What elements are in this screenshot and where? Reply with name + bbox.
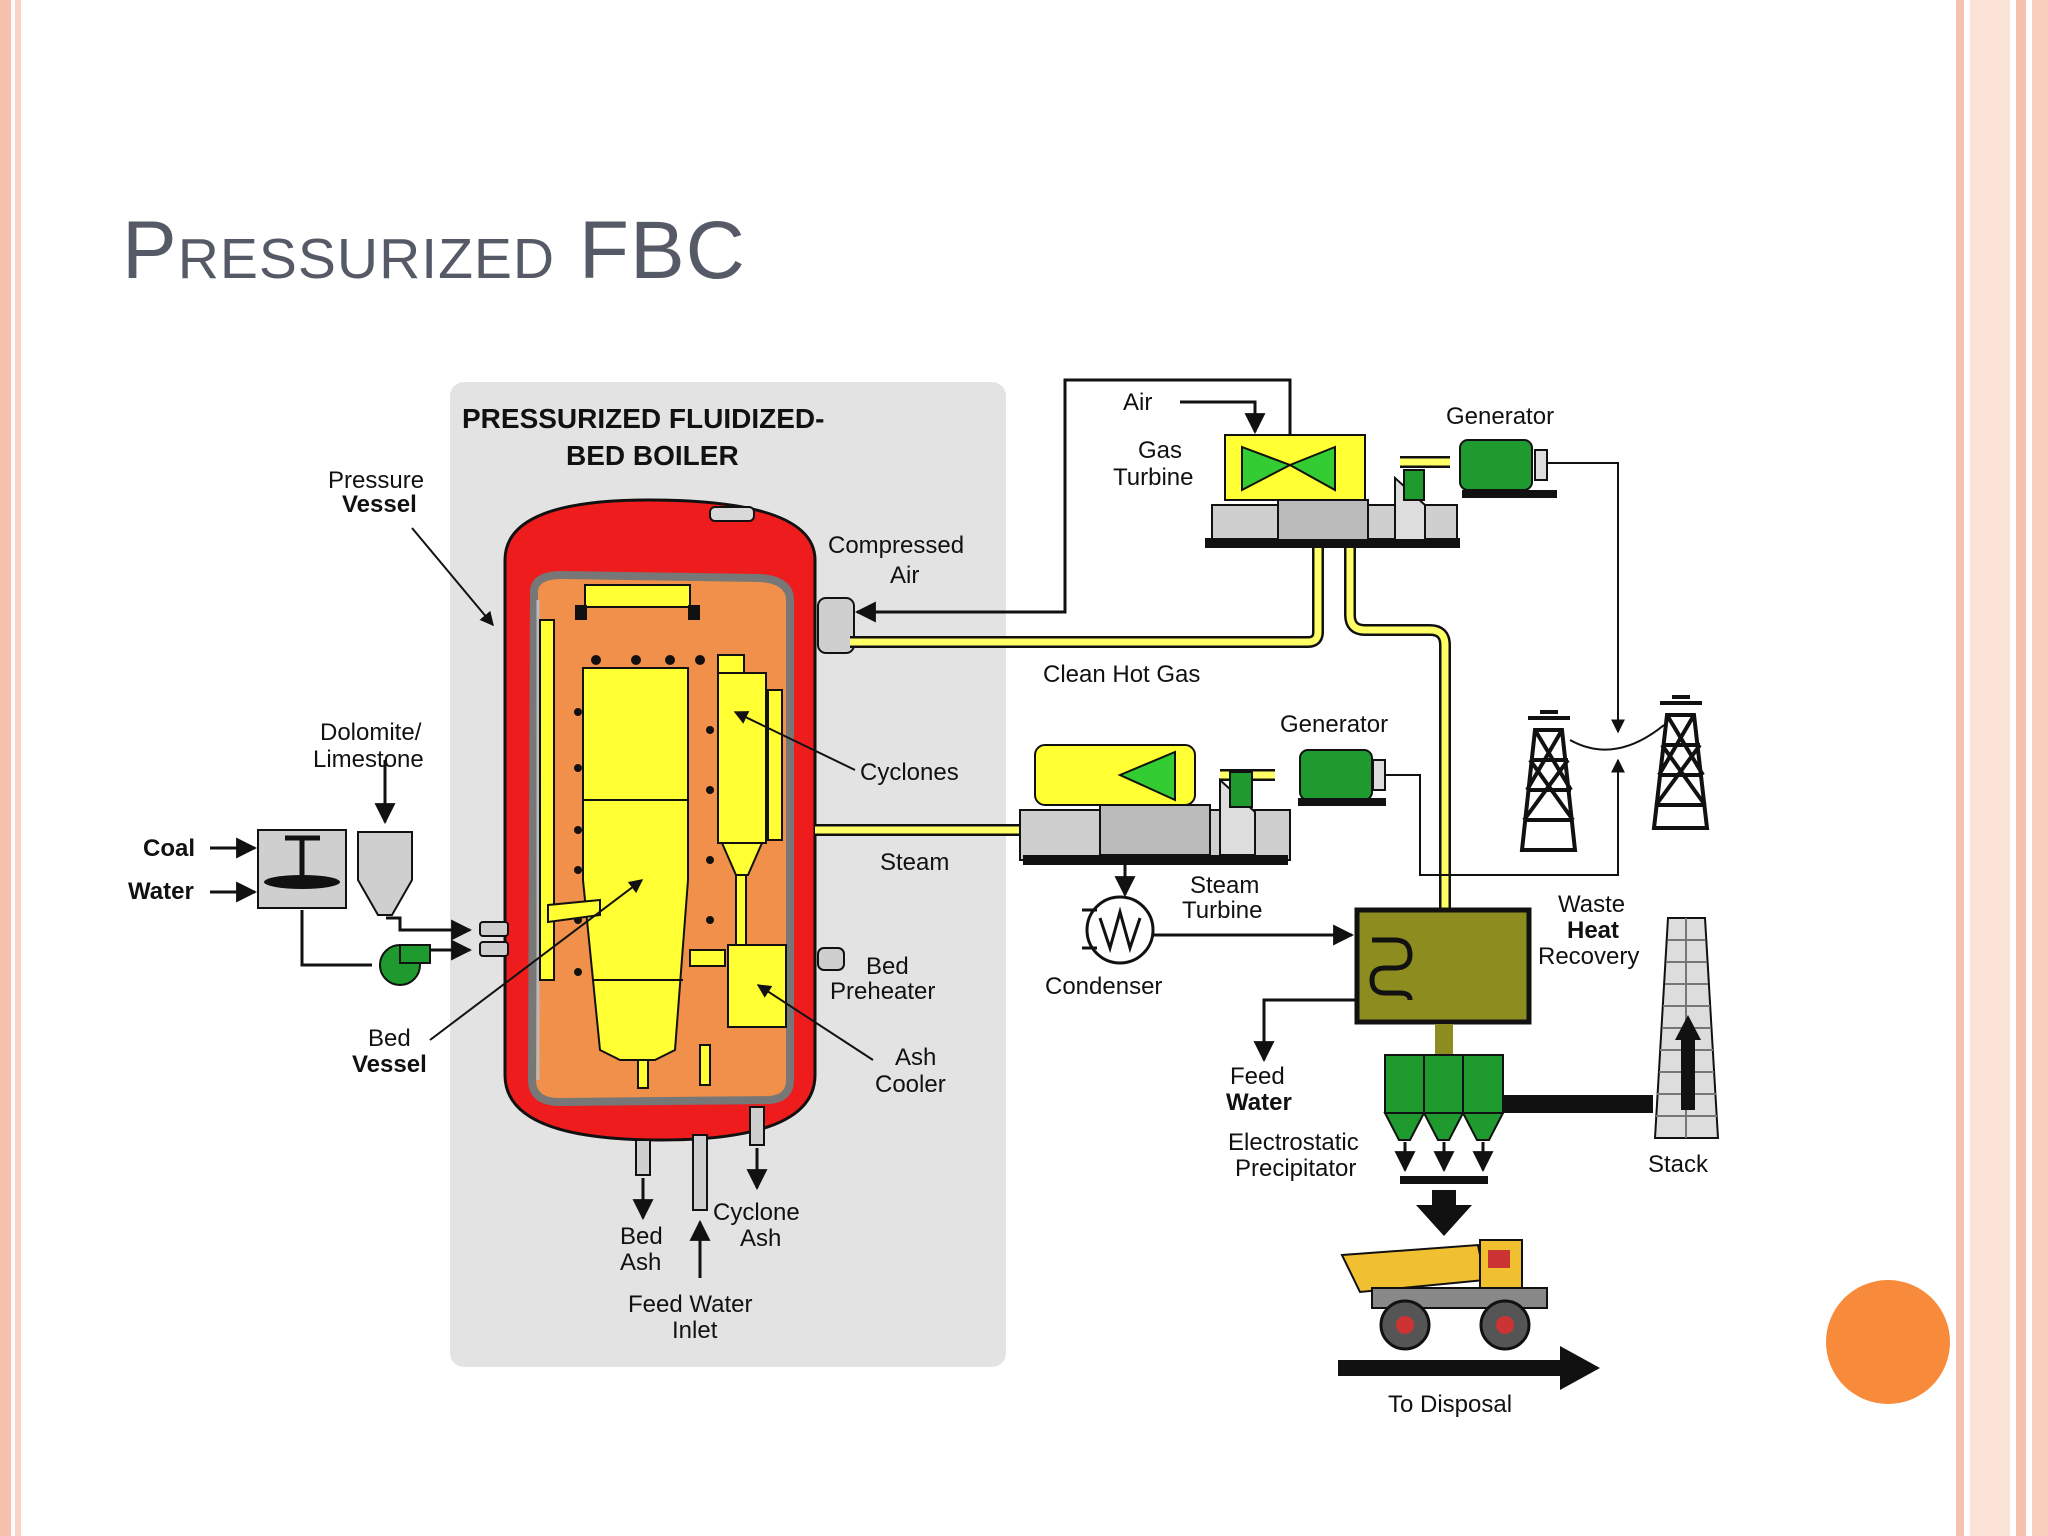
label-cyclone-ash-2: Ash: [740, 1225, 781, 1252]
disposal-arrow: [1338, 1346, 1600, 1390]
compressed-air-nozzle: [817, 597, 855, 654]
label-clean-hot-gas: Clean Hot Gas: [1043, 661, 1200, 688]
stack: [1653, 917, 1720, 1139]
label-generator-mid: Generator: [1280, 711, 1388, 738]
label-pressure: Pressure: [328, 467, 424, 494]
coal-water-mixer: [257, 829, 347, 909]
label-ash-cooler-2: Cooler: [875, 1071, 946, 1098]
steam-turbine: [1019, 744, 1291, 865]
label-electrostatic: Electrostatic: [1228, 1129, 1359, 1156]
label-coal: Coal: [143, 835, 195, 862]
label-dolomite: Dolomite/: [320, 719, 422, 746]
boiler-heading-line2: BED BOILER: [566, 440, 739, 471]
power-lines: [1386, 462, 1625, 876]
label-steam-turbine-2: Turbine: [1182, 897, 1262, 924]
label-bed-ash-2: Ash: [620, 1249, 661, 1276]
label-feed-water-inlet-1: Feed Water: [628, 1291, 753, 1318]
generator-mid: [1298, 749, 1386, 806]
label-to-disposal: To Disposal: [1388, 1391, 1512, 1418]
label-condenser: Condenser: [1045, 973, 1162, 1000]
boiler-heading-line1: PRESSURIZED FLUIDIZED-: [462, 403, 824, 434]
pointer-lines: [411, 527, 874, 1061]
label-bed-ash-1: Bed: [620, 1223, 663, 1250]
decorative-orange-circle: [1826, 1280, 1950, 1404]
right-border-decoration: [1956, 0, 2048, 1536]
slide-title: Pressurized FBC: [122, 205, 746, 296]
label-recovery: Recovery: [1538, 943, 1639, 970]
label-gas: Gas: [1138, 437, 1182, 464]
label-heat: Heat: [1567, 917, 1619, 944]
label-bed-vessel-1: Bed: [368, 1025, 411, 1052]
dump-truck-icon: [1340, 1239, 1548, 1351]
cyclones: [717, 654, 783, 961]
steam-flow-arrows: [1114, 865, 1357, 1063]
label-compressed-air: Air: [890, 562, 919, 589]
limestone-hopper: [357, 831, 413, 916]
label-vessel: Vessel: [342, 491, 417, 518]
ash-down-arrow: [1416, 1190, 1472, 1236]
ash-cooler: [727, 944, 787, 1028]
bed-plate: [547, 898, 601, 924]
label-turbine: Turbine: [1113, 464, 1193, 491]
transmission-towers: [1519, 695, 1710, 852]
bed-vessel: [575, 584, 726, 1089]
air-lines: [854, 378, 1292, 623]
label-generator-top: Generator: [1446, 403, 1554, 430]
label-stack: Stack: [1648, 1151, 1709, 1178]
label-feed: Feed: [1230, 1063, 1285, 1090]
generator-top: [1459, 439, 1557, 498]
label-cyclones: Cyclones: [860, 759, 959, 786]
waste-heat-recovery: [1354, 907, 1532, 1056]
ash-arrows: [632, 1148, 768, 1278]
precipitator-outlets: [1394, 1142, 1494, 1173]
label-steam: Steam: [880, 849, 949, 876]
condenser: [1082, 895, 1155, 965]
feed-injectors: [479, 921, 509, 957]
left-border-decoration: [0, 0, 28, 1536]
label-waste: Waste: [1558, 891, 1625, 918]
distributor-nozzles: [574, 655, 714, 976]
label-ash-cooler-1: Ash: [895, 1044, 936, 1071]
electrostatic-precipitator: [1383, 1054, 1653, 1141]
label-air-top: Air: [1123, 389, 1152, 416]
label-compressed: Compressed: [828, 532, 964, 559]
label-feed-water: Water: [1226, 1089, 1292, 1116]
bottom-outlets: [635, 1106, 765, 1211]
gas-turbine: [1205, 434, 1460, 548]
label-bed-preheater-2: Preheater: [830, 978, 935, 1005]
label-bed-vessel-2: Vessel: [352, 1051, 427, 1078]
label-cyclone-ash-1: Cyclone: [713, 1199, 800, 1226]
label-feed-water-inlet-2: Inlet: [672, 1317, 718, 1344]
feed-fan: [379, 944, 431, 986]
label-precipitator: Precipitator: [1235, 1155, 1356, 1182]
label-bed-preheater-1: Bed: [866, 953, 909, 980]
label-limestone: Limestone: [313, 746, 424, 773]
bed-preheater-nozzle: [817, 947, 845, 971]
waterwall-tubes: [539, 619, 555, 981]
label-water: Water: [128, 878, 194, 905]
ash-collector-bar: [1400, 1176, 1488, 1184]
label-steam-turbine-1: Steam: [1190, 872, 1259, 899]
